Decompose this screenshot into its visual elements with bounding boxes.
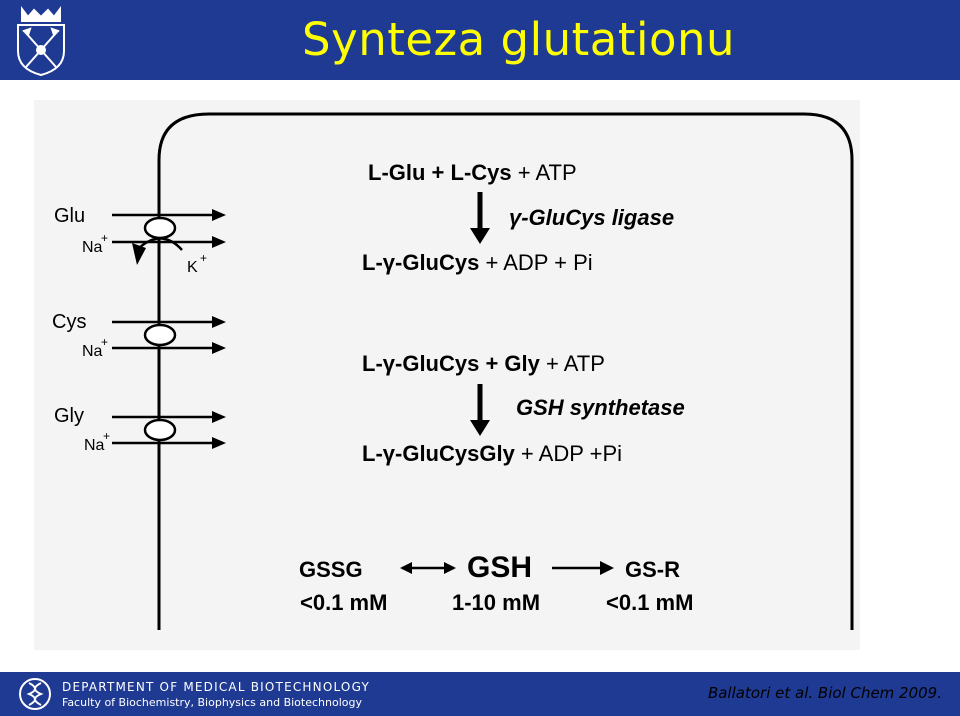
reaction1-reactants: L-Glu + L-Cys + ATP: [368, 160, 577, 185]
gly-label: Gly: [54, 405, 84, 427]
gsh-equilibrium: GSSG GSH GS-R <0.1 mM 1-10 mM <0.1 mM: [299, 551, 693, 615]
gssg-label: GSSG: [299, 557, 363, 582]
glu-label: Glu: [54, 205, 85, 227]
footer-bar: DEPARTMENT OF MEDICAL BIOTECHNOLOGY Facu…: [0, 672, 960, 716]
gssg-concentration: <0.1 mM: [300, 590, 387, 615]
reaction2-product: L-γ-GluCysGly + ADP +Pi: [362, 441, 622, 466]
gsh-concentration: 1-10 mM: [452, 590, 540, 615]
cys-transporter: Cys Na +: [52, 311, 226, 360]
dna-helix-icon: [19, 678, 51, 710]
reaction1-product: L-γ-GluCys + ADP + Pi: [362, 250, 593, 275]
gly-transporter: Gly Na +: [54, 405, 226, 454]
reaction1-enzyme: γ-GluCys ligase: [509, 205, 674, 230]
glu-na-label: Na: [82, 239, 103, 256]
reaction2-reactants: L-γ-GluCys + Gly + ATP: [362, 351, 605, 376]
cys-na-charge: +: [101, 335, 108, 349]
page-title: Synteza glutationu: [302, 13, 736, 66]
gly-na-label: Na: [84, 437, 105, 454]
glu-transporter: Glu Na + K +: [54, 205, 226, 276]
reaction2-enzyme: GSH synthetase: [516, 395, 685, 420]
cell-membrane: [157, 112, 854, 630]
glu-k-charge: +: [200, 251, 207, 265]
gly-na-charge: +: [103, 429, 110, 443]
university-crest-icon: [17, 6, 65, 77]
reaction-2: L-γ-GluCys + Gly + ATP GSH synthetase L-…: [362, 351, 685, 466]
gsh-label: GSH: [467, 551, 532, 584]
gsr-label: GS-R: [625, 557, 680, 582]
cys-label: Cys: [52, 311, 86, 333]
cys-na-label: Na: [82, 343, 103, 360]
glu-na-charge: +: [101, 231, 108, 245]
citation: Ballatori et al. Biol Chem 2009.: [707, 684, 942, 702]
glutathione-synthesis-diagram: Glu Na + K + Cys Na + Gly Na +: [34, 100, 860, 650]
reaction-1: L-Glu + L-Cys + ATP γ-GluCys ligase L-γ-…: [362, 160, 674, 275]
faculty-name: Faculty of Biochemistry, Biophysics and …: [62, 696, 362, 709]
gsr-concentration: <0.1 mM: [606, 590, 693, 615]
diagram-canvas: Glu Na + K + Cys Na + Gly Na +: [52, 112, 854, 630]
header-bar: Synteza glutationu: [0, 0, 960, 80]
glu-k-label: K: [187, 259, 198, 276]
department-name: DEPARTMENT OF MEDICAL BIOTECHNOLOGY: [62, 680, 371, 694]
